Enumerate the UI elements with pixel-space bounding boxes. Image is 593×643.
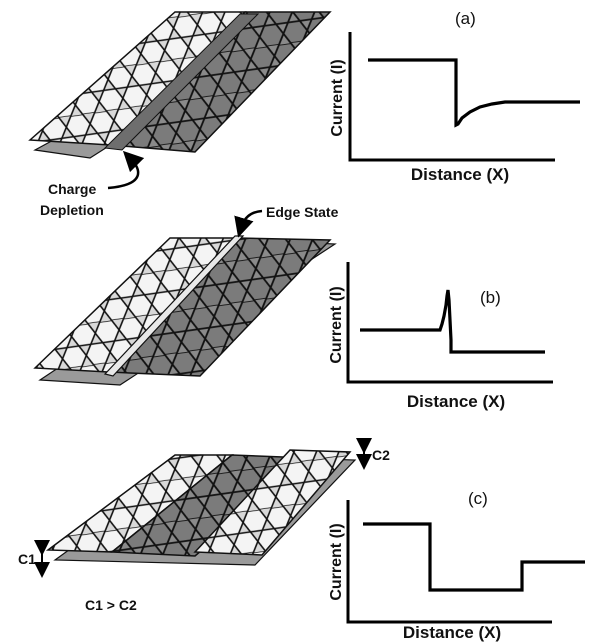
annotation-edge-state: Edge State [266,204,339,220]
curve-c [363,522,585,592]
axes-b [346,262,553,384]
light-graphene-sheet-c-right [193,449,352,556]
annotation-c1: C1 [18,551,36,567]
graphene-sheets-c [34,438,372,578]
xlabel-b: Distance (X) [407,392,505,411]
panel-c: C1 C2 C1 > C2 (c) Current (I) Distance (… [18,438,585,642]
xlabel-c: Distance (X) [403,623,501,642]
annotation-c2: C2 [372,447,390,463]
ylabel-b: Current (I) [328,286,345,363]
annotation-charge: Charge [48,181,96,197]
panel-a: Charge Depletion (a) Current (I) Distanc… [28,9,580,218]
chart-b: Current (I) Distance (X) [328,262,553,411]
ylabel-a: Current (I) [329,59,346,136]
curve-b [360,289,545,354]
annotation-depletion: Depletion [40,202,104,218]
panel-label-c: (c) [468,489,488,508]
axes-a [348,32,555,162]
graphene-sheets-b [33,209,337,386]
edge-state-arrow [234,209,263,238]
annotation-c1-gt-c2: C1 > C2 [85,597,137,613]
graphene-sheets-a [28,11,332,190]
chart-c: Current (I) Distance (X) [328,500,585,642]
xlabel-a: Distance (X) [411,165,509,184]
curve-a [368,58,580,128]
panel-label-b: (b) [480,288,501,307]
panel-label-a: (a) [455,9,476,28]
ylabel-c: Current (I) [328,523,345,600]
panel-b: Edge State (b) Current (I) Distance (X) [33,204,553,411]
charge-depletion-band [103,13,260,151]
charge-depletion-arrow [107,150,145,190]
axes-c [346,500,552,624]
chart-a: Current (I) Distance (X) [329,32,580,184]
